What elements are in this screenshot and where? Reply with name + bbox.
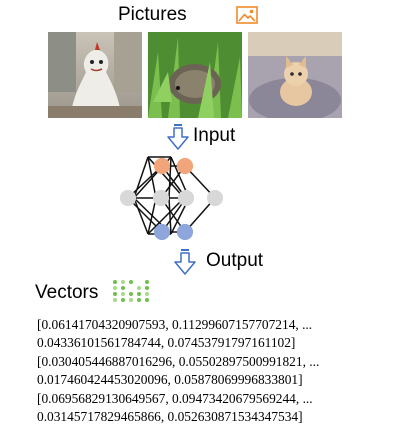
vector-line: 0.03145717829465866, 0.05263087153434753… <box>37 408 303 424</box>
vector-dots-icon <box>113 280 150 302</box>
image-icon <box>236 6 258 24</box>
pictures-title: Pictures <box>118 4 187 25</box>
vectors-title: Vectors <box>35 282 99 303</box>
output-arrow-icon <box>172 248 198 276</box>
vector-line: [0.06141704320907593, 0.1129960715770721… <box>37 317 313 332</box>
output-label: Output <box>206 250 264 271</box>
vector-line: 0.04336101561784744, 0.07453791797161102… <box>37 335 296 351</box>
kitten-photo <box>248 32 342 118</box>
vector-line: [0.06956829130649567, 0.0947342067956924… <box>37 390 313 406</box>
vector-output-text: [0.06141704320907593, 0.1129960715770721… <box>37 316 399 426</box>
vector-line: 0.017460424453020096, 0.0587806999683380… <box>37 372 303 388</box>
snowman-photo <box>48 32 142 118</box>
vector-line: [0.030405446887016296, 0.055028975009918… <box>37 353 320 369</box>
hedgehog-photo <box>148 32 242 118</box>
input-arrow-icon <box>165 123 191 151</box>
neural-network-diagram <box>112 150 262 242</box>
input-label: Input <box>193 125 236 146</box>
